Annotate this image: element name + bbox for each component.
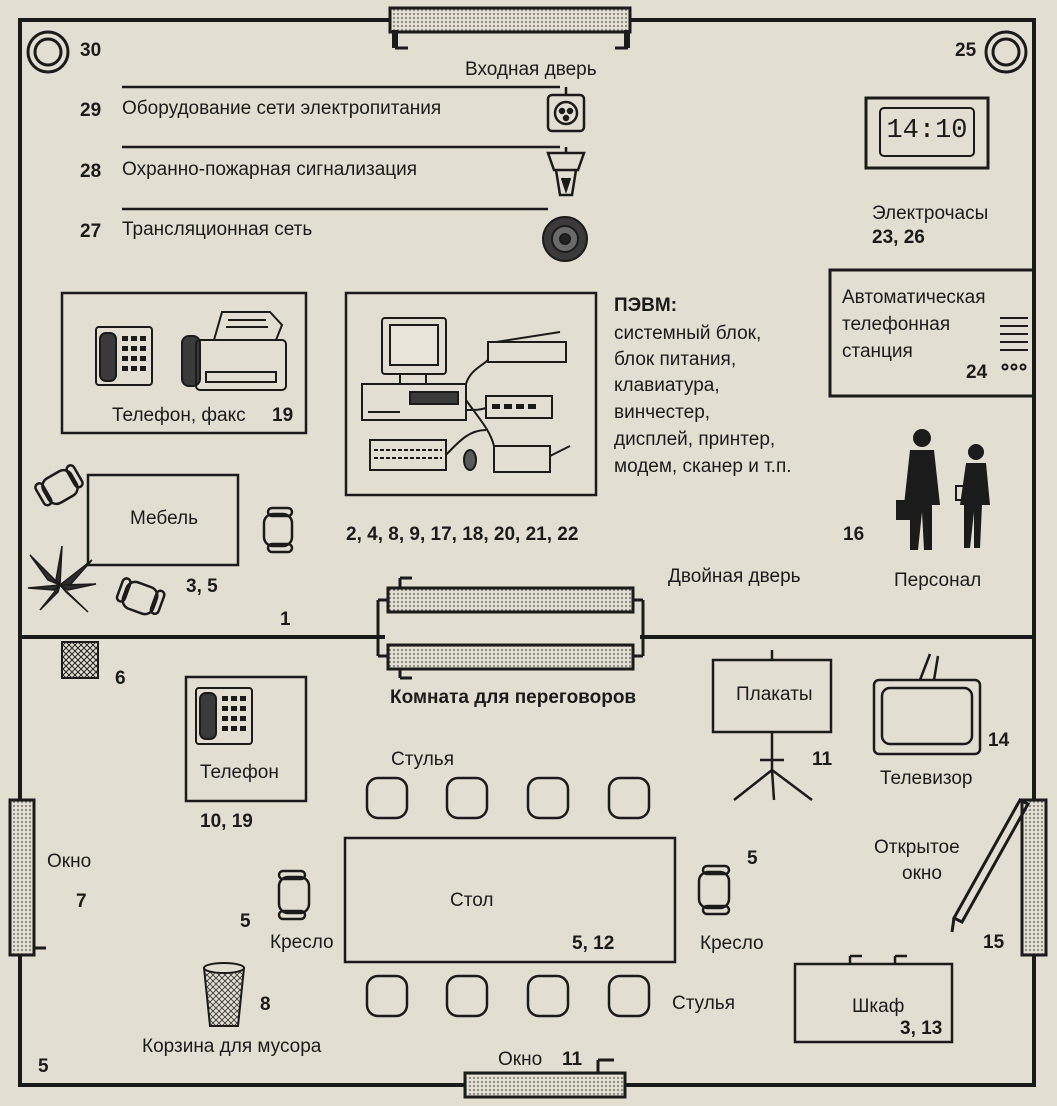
label-15: 15 bbox=[983, 932, 1005, 953]
telephone-icon bbox=[95, 326, 153, 386]
phone-fax-label: Телефон, факс bbox=[112, 405, 246, 426]
label-24: 24 bbox=[966, 362, 988, 383]
label-6: 6 bbox=[115, 668, 126, 689]
window-left-label: Окно bbox=[47, 851, 92, 872]
meeting-room-label: Комната для переговоров bbox=[390, 687, 637, 708]
armchair-icon bbox=[262, 506, 294, 554]
fax-icon bbox=[181, 311, 287, 391]
furniture-label: Мебель bbox=[130, 508, 198, 529]
pc-box bbox=[344, 291, 598, 497]
label-7: 7 bbox=[76, 891, 87, 912]
ventilation-grille-icon bbox=[61, 641, 99, 679]
label-30: 30 bbox=[80, 40, 102, 61]
electric-clock-label: Электрочасы bbox=[872, 203, 989, 224]
chairs-bottom-label: Стулья bbox=[672, 993, 735, 1014]
window-icon bbox=[463, 1058, 627, 1099]
label-27: 27 bbox=[80, 221, 102, 242]
cabinet-label: Шкаф bbox=[852, 996, 905, 1017]
armchair-icon bbox=[277, 869, 311, 921]
entrance-door-label: Входная дверь bbox=[465, 59, 597, 80]
label-25: 25 bbox=[955, 40, 977, 61]
label-23-26: 23, 26 bbox=[872, 227, 925, 248]
open-window-label-1: Открытое bbox=[874, 837, 960, 858]
pbx-line-3: станция bbox=[842, 341, 913, 362]
armchair-left-label: Кресло bbox=[270, 932, 334, 953]
table-label: Стол bbox=[450, 890, 494, 911]
pc-line-4: винчестер, bbox=[614, 402, 711, 423]
pc-heading: ПЭВМ: bbox=[614, 295, 678, 316]
armchair-icon bbox=[697, 864, 731, 916]
open-window-icon bbox=[950, 798, 1048, 957]
power-equipment-label: Оборудование сети электропитания bbox=[122, 98, 442, 119]
plant-icon bbox=[27, 545, 97, 613]
chair-icon bbox=[365, 974, 651, 1018]
pbx-line-2: телефонная bbox=[842, 314, 951, 335]
broadcast-network-label: Трансляционная сеть bbox=[122, 219, 313, 240]
pc-line-6: модем, сканер и т.п. bbox=[614, 456, 792, 477]
power-socket-icon bbox=[546, 87, 586, 133]
label-11-posters: 11 bbox=[812, 749, 833, 770]
television-icon bbox=[872, 653, 982, 756]
electric-clock-icon bbox=[864, 96, 990, 170]
window-bottom-label: Окно bbox=[498, 1049, 543, 1070]
pc-line-1: системный блок, bbox=[614, 323, 762, 344]
poster-stand-icon bbox=[711, 650, 833, 801]
phone-box bbox=[184, 675, 308, 803]
posters-label: Плакаты bbox=[736, 684, 813, 705]
pbx-line-1: Автоматическая bbox=[842, 287, 986, 308]
chairs-top-label: Стулья bbox=[391, 749, 454, 770]
tv-label: Телевизор bbox=[880, 768, 973, 789]
entrance-door-icon bbox=[388, 6, 632, 50]
label-1: 1 bbox=[280, 609, 291, 630]
phone-fax-box bbox=[60, 291, 308, 435]
telephone-icon bbox=[195, 687, 253, 745]
armchair-icon bbox=[34, 464, 84, 507]
security-alarm-label: Охранно-пожарная сигнализация bbox=[122, 159, 418, 180]
staff-icon bbox=[896, 429, 990, 550]
label-5-12: 5, 12 bbox=[572, 933, 615, 954]
label-11-window: 11 bbox=[562, 1049, 583, 1070]
label-3-5: 3, 5 bbox=[186, 576, 218, 597]
meeting-table bbox=[343, 836, 677, 964]
label-28: 28 bbox=[80, 161, 102, 182]
telephone-exchange-icon bbox=[828, 268, 1036, 398]
label-29: 29 bbox=[80, 100, 102, 121]
trash-bin-label: Корзина для мусора bbox=[142, 1036, 322, 1057]
armchair-icon bbox=[115, 577, 166, 616]
trash-bin-icon bbox=[202, 962, 246, 1027]
armchair-right-label: Кресло bbox=[700, 933, 764, 954]
label-3-13: 3, 13 bbox=[900, 1018, 943, 1039]
alarm-sensor-icon bbox=[546, 147, 586, 197]
furniture-box bbox=[86, 473, 240, 567]
corner-socket-icon bbox=[26, 30, 70, 74]
double-door-label: Двойная дверь bbox=[668, 566, 801, 587]
label-14: 14 bbox=[988, 730, 1010, 751]
pc-line-5: дисплей, принтер, bbox=[614, 429, 776, 450]
label-19: 19 bbox=[272, 405, 294, 426]
label-8: 8 bbox=[260, 994, 271, 1015]
staff-label: Персонал bbox=[894, 570, 982, 591]
label-5-left: 5 bbox=[240, 911, 251, 932]
walls bbox=[18, 18, 1036, 1087]
label-5-corner: 5 bbox=[38, 1056, 49, 1077]
phone-label: Телефон bbox=[200, 762, 279, 783]
label-10-19: 10, 19 bbox=[200, 811, 253, 832]
computer-icon bbox=[361, 317, 571, 473]
window-icon bbox=[8, 798, 46, 957]
speaker-icon bbox=[542, 216, 588, 262]
label-16: 16 bbox=[843, 524, 865, 545]
pc-line-2: блок питания, bbox=[614, 349, 737, 370]
cabinet-icon bbox=[793, 954, 954, 1044]
chair-icon bbox=[365, 776, 651, 820]
double-door-icon bbox=[376, 576, 645, 680]
pc-refs: 2, 4, 8, 9, 17, 18, 20, 21, 22 bbox=[346, 524, 579, 545]
corner-socket-icon bbox=[984, 30, 1028, 74]
clock-time: 14:10 bbox=[886, 116, 968, 146]
open-window-label-2: окно bbox=[902, 863, 942, 884]
pc-line-3: клавиатура, bbox=[614, 375, 720, 396]
label-5-right: 5 bbox=[747, 848, 758, 869]
